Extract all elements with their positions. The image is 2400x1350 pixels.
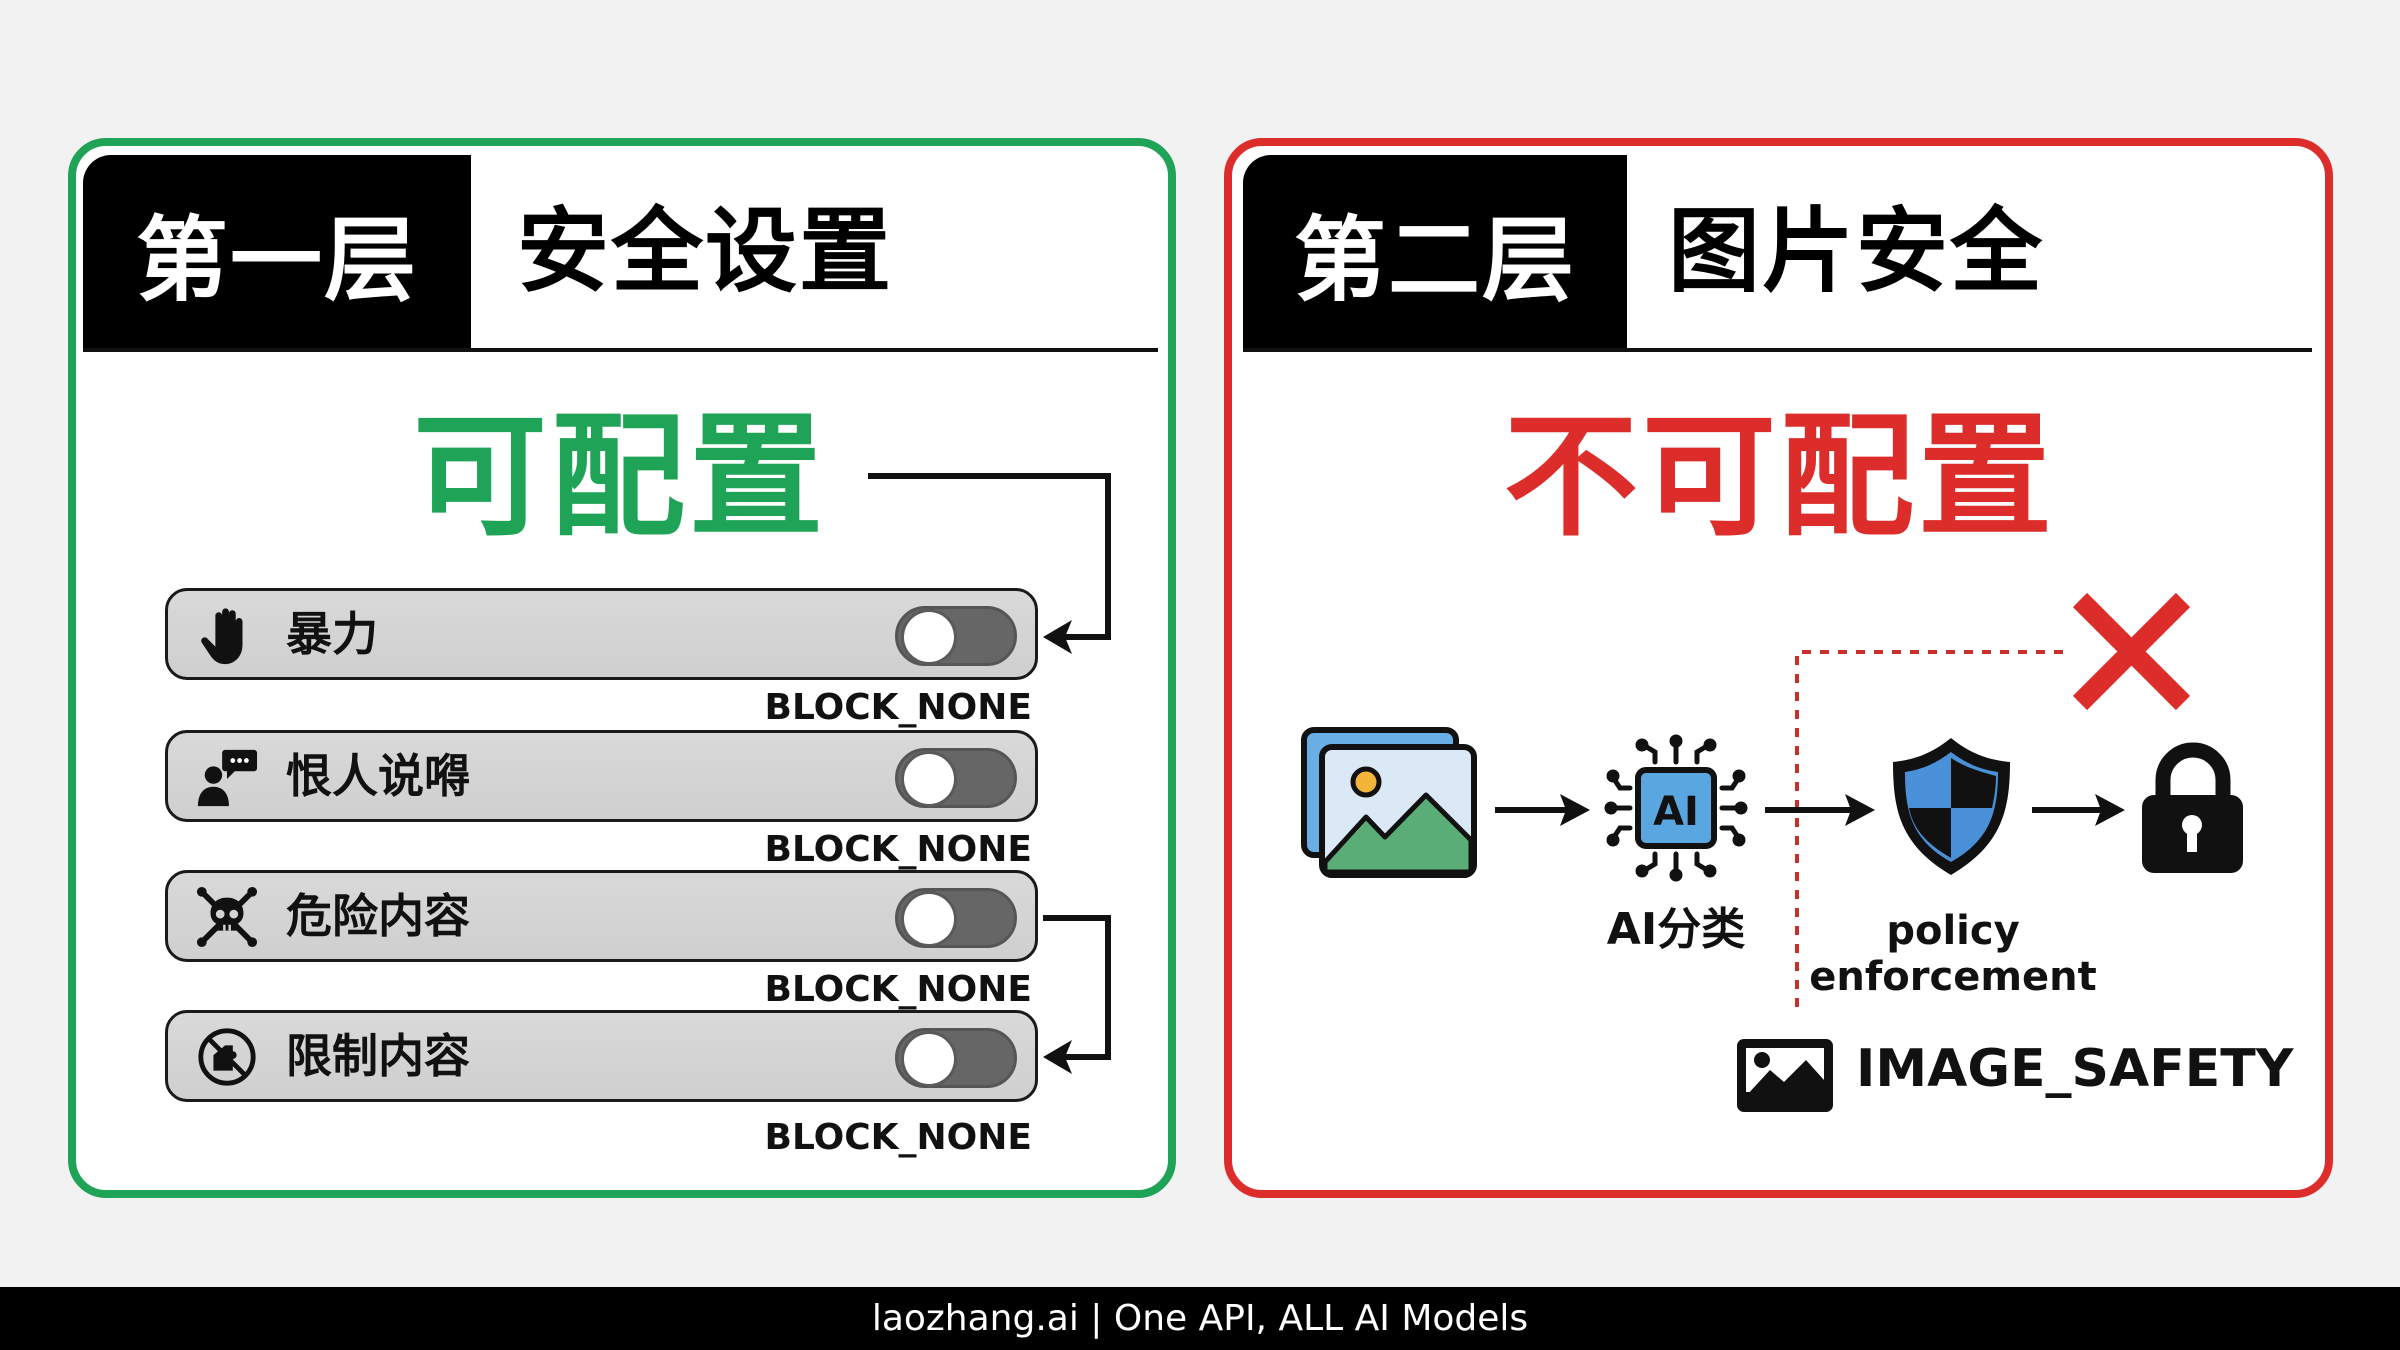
- lock-icon: [2142, 742, 2243, 873]
- layer2-status-not-configurable: 不可配置: [1503, 399, 2056, 555]
- category-label: 暴力: [286, 607, 378, 661]
- image-icon: [1301, 727, 1477, 878]
- category-label: 恨人说嘚: [286, 749, 470, 803]
- skull-crossbones-icon: [196, 886, 258, 948]
- ai-chip-text: AI: [1653, 789, 1699, 835]
- threshold-label: BLOCK_NONE: [764, 829, 1032, 870]
- layer1-header-rule: [83, 348, 1158, 352]
- layer2-tag: 第二层: [1243, 155, 1627, 350]
- ai-chip-icon: [1604, 734, 1748, 882]
- image-safety-icon: [1737, 1039, 1833, 1112]
- toggle-knob: [904, 1034, 954, 1084]
- dangerous-content-toggle[interactable]: [895, 888, 1017, 948]
- policy-label-line1: policy: [1886, 908, 2020, 954]
- layer2-header-rule: [1243, 348, 2312, 352]
- threshold-label: BLOCK_NONE: [764, 1117, 1032, 1158]
- person-speech-icon: [197, 749, 258, 807]
- ai-classification-label: AI分类: [1606, 904, 1746, 955]
- layer1-tag: 第一层: [83, 155, 471, 350]
- category-label: 危险内容: [286, 889, 470, 943]
- policy-label-line2: enforcement: [1809, 954, 2097, 1000]
- threshold-label: BLOCK_NONE: [764, 969, 1032, 1010]
- category-row-violence: 暴力: [165, 588, 1038, 680]
- layer1-title: 安全设置: [517, 198, 894, 305]
- layer1-status-configurable: 可配置: [412, 399, 827, 555]
- category-row-restricted-content: 限制内容: [165, 1010, 1038, 1102]
- violence-toggle[interactable]: [895, 606, 1017, 666]
- category-label: 限制内容: [286, 1029, 470, 1083]
- toggle-knob: [904, 894, 954, 944]
- layer2-title: 图片安全: [1668, 198, 2045, 305]
- red-x-icon: [2072, 592, 2191, 711]
- restricted-content-toggle[interactable]: [895, 1028, 1017, 1088]
- toggle-knob: [904, 612, 954, 662]
- hand-stop-icon: [201, 608, 243, 665]
- threshold-label: BLOCK_NONE: [764, 687, 1032, 728]
- prohibited-icon: [198, 1028, 256, 1086]
- image-safety-label: IMAGE_SAFETY: [1856, 1039, 2294, 1099]
- footer-banner: laozhang.ai | One API, ALL AI Models: [0, 1287, 2400, 1350]
- category-row-hate-speech: 恨人说嘚: [165, 730, 1038, 822]
- toggle-knob: [904, 754, 954, 804]
- category-row-dangerous-content: 危险内容: [165, 870, 1038, 962]
- shield-icon: [1893, 738, 2010, 875]
- hate-speech-toggle[interactable]: [895, 748, 1017, 808]
- policy-enforcement-label: policy enforcement: [1800, 908, 2106, 1000]
